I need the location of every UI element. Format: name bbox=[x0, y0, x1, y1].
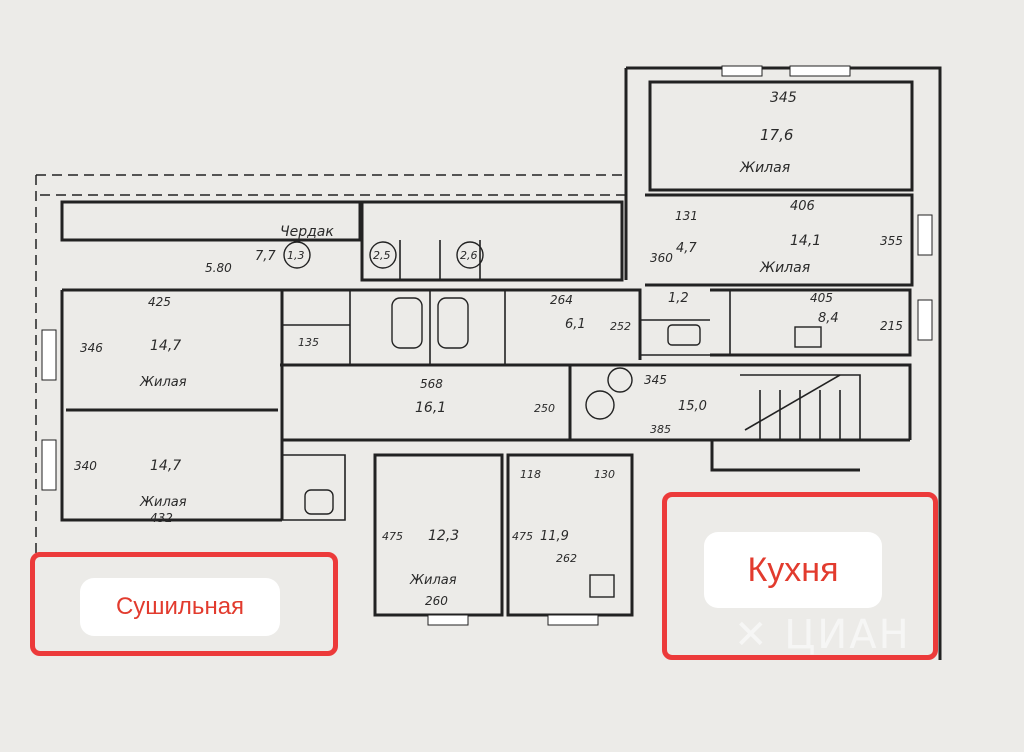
small-3: 2,6 bbox=[460, 249, 478, 262]
small-6: 1,2 bbox=[668, 291, 689, 306]
fixtures bbox=[304, 297, 822, 598]
room6a-area: 14,7 bbox=[150, 338, 181, 354]
dim-215: 215 bbox=[880, 319, 903, 333]
room6b-dim: 432 bbox=[150, 511, 173, 525]
small-7: 11,9 bbox=[540, 529, 569, 544]
small-2: 2,5 bbox=[373, 249, 391, 262]
room3-dim: 260 bbox=[425, 594, 448, 608]
dim-135: 135 bbox=[298, 336, 319, 349]
dim-262: 262 bbox=[556, 552, 577, 565]
kitchen-highlight bbox=[662, 492, 938, 660]
dim-475b: 475 bbox=[512, 530, 533, 543]
room6a-dim: 425 bbox=[148, 295, 171, 309]
hall-dim: 345 bbox=[644, 373, 667, 387]
room6a-label: Жилая bbox=[139, 375, 187, 390]
room4-dim: 345 bbox=[770, 90, 797, 106]
room-markers bbox=[283, 241, 633, 420]
room5-area: 14,1 bbox=[790, 233, 821, 249]
pantry-area: 7,7 bbox=[255, 249, 276, 264]
drying-room-callout: Сушильная bbox=[80, 578, 280, 636]
pantry-dim: 5.80 bbox=[205, 261, 232, 275]
room3-label: Жилая bbox=[409, 573, 457, 588]
hall-area: 15,0 bbox=[678, 399, 707, 414]
dim-264: 264 bbox=[550, 293, 573, 307]
dim-118: 118 bbox=[520, 468, 541, 481]
outer-walls bbox=[60, 66, 942, 660]
dim-131: 131 bbox=[675, 209, 698, 223]
room5-dim: 406 bbox=[790, 199, 815, 214]
room5-label: Жилая bbox=[759, 260, 810, 276]
dim-385: 385 bbox=[650, 423, 671, 436]
room6c-area: 8,4 bbox=[818, 311, 839, 326]
corridor-area: 16,1 bbox=[415, 400, 446, 416]
dim-346: 346 bbox=[80, 341, 103, 355]
dim-250: 250 bbox=[534, 402, 555, 415]
pantry-label: Чердак bbox=[280, 224, 334, 240]
kitchen-callout: Кухня bbox=[704, 532, 882, 608]
dim-355: 355 bbox=[880, 234, 903, 248]
dim-340: 340 bbox=[74, 459, 97, 473]
small-4: 6,1 bbox=[565, 317, 586, 332]
cian-watermark: ✕ ЦИАН bbox=[734, 612, 911, 658]
room6c-dim: 405 bbox=[810, 291, 833, 305]
dim-360: 360 bbox=[650, 251, 673, 265]
inner-walls bbox=[282, 240, 861, 521]
dim-130: 130 bbox=[594, 468, 615, 481]
windows bbox=[41, 65, 933, 626]
room4-area: 17,6 bbox=[760, 126, 793, 144]
room4-label: Жилая bbox=[739, 160, 790, 176]
corridor-dim: 568 bbox=[420, 377, 443, 391]
small-1: 1,3 bbox=[287, 249, 305, 262]
drying-room-highlight bbox=[30, 552, 338, 656]
room6b-label: Жилая bbox=[139, 495, 187, 510]
room3-area: 12,3 bbox=[428, 528, 459, 544]
dim-252: 252 bbox=[610, 320, 631, 333]
dim-475a: 475 bbox=[382, 530, 403, 543]
small-5: 4,7 bbox=[676, 241, 697, 256]
room6b-area: 14,7 bbox=[150, 458, 181, 474]
